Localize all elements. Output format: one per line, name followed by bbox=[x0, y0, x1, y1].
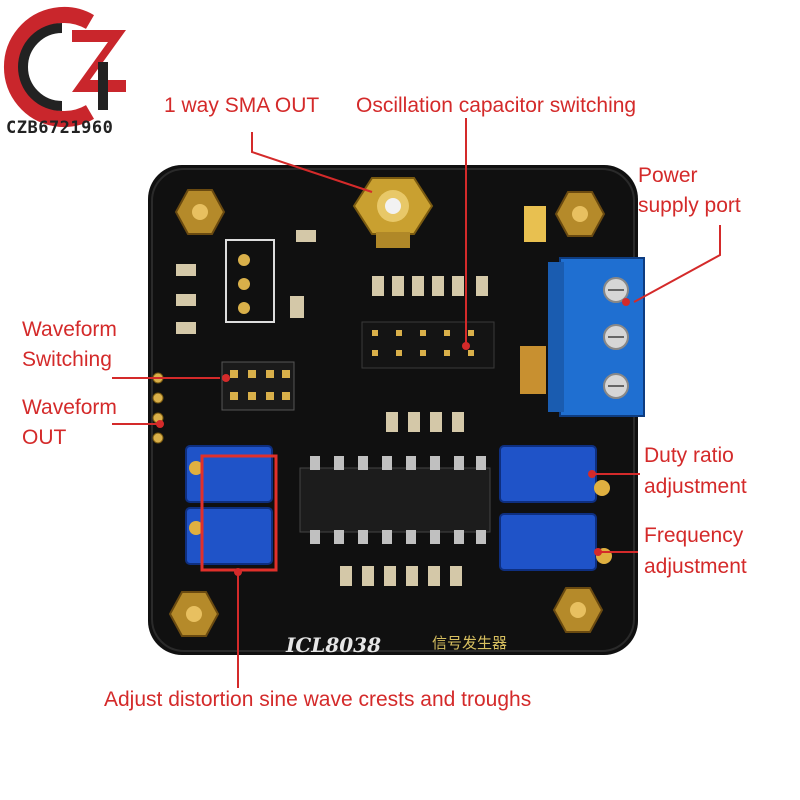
osc-capacitor-label: Oscillation capacitor switching bbox=[356, 94, 637, 117]
frequency-label-line2: adjustment bbox=[644, 555, 747, 578]
mounting-nut bbox=[168, 189, 606, 637]
trimmer-potentiometer bbox=[185, 445, 597, 571]
brand-logo-text: CZB6721960 bbox=[6, 118, 114, 138]
pcb-board bbox=[148, 165, 645, 655]
power-label-line2: supply port bbox=[638, 194, 741, 217]
waveform-out-label-line1: Waveform bbox=[22, 396, 117, 419]
frequency-label-line1: Frequency bbox=[644, 524, 744, 547]
sma-connector bbox=[352, 177, 434, 248]
chip-silkscreen: ICL8038 bbox=[285, 633, 381, 657]
duty-ratio-label-line1: Duty ratio bbox=[644, 444, 734, 467]
distortion-label: Adjust distortion sine wave crests and t… bbox=[104, 688, 532, 711]
brand-logo bbox=[4, 7, 126, 127]
chinese-silkscreen: 信号发生器 bbox=[432, 634, 507, 652]
waveform-switch-label-line2: Switching bbox=[22, 348, 112, 371]
waveform-out-label-line2: OUT bbox=[22, 426, 67, 449]
sma-out-label: 1 way SMA OUT bbox=[164, 94, 320, 117]
jumper-header bbox=[221, 361, 295, 411]
duty-ratio-label-line2: adjustment bbox=[644, 475, 747, 498]
power-label-line1: Power bbox=[638, 164, 698, 187]
waveform-switch-label-line1: Waveform bbox=[22, 318, 117, 341]
callout-lines bbox=[112, 118, 721, 688]
screw-terminal bbox=[548, 257, 645, 417]
icl8038-chip bbox=[299, 456, 491, 544]
